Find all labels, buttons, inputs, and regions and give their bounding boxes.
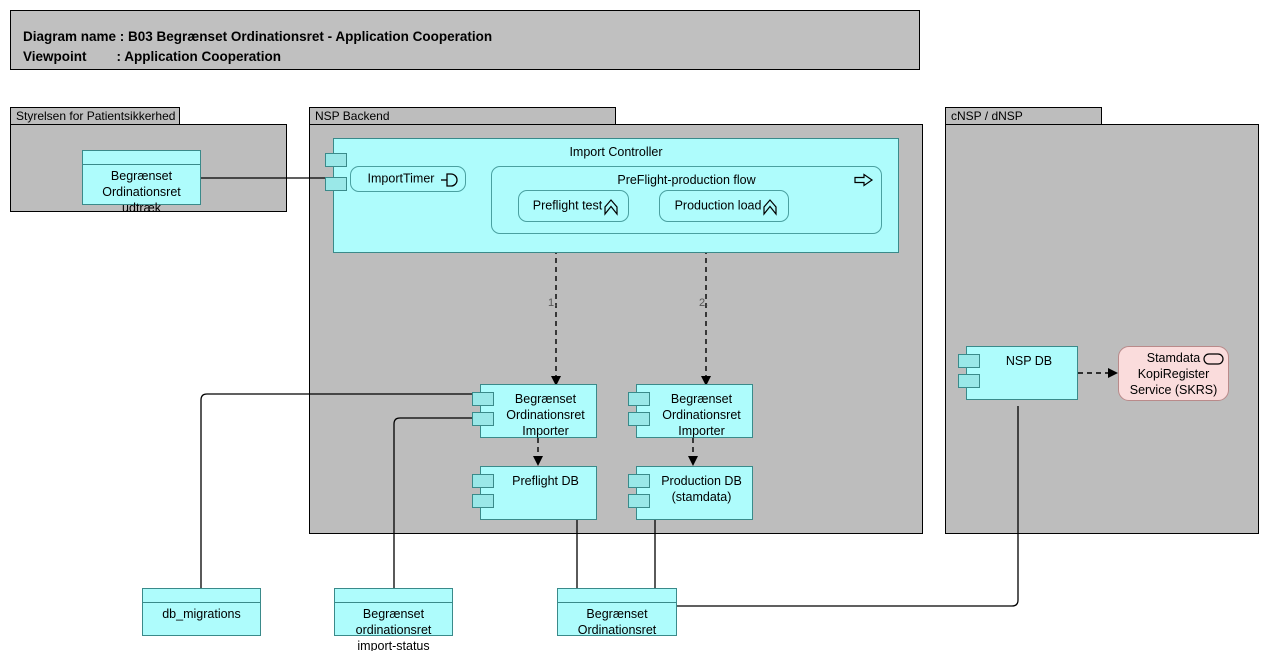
component-lug-bottom	[628, 494, 650, 508]
arrowhead	[551, 376, 561, 386]
group-body	[945, 124, 1259, 534]
flow-label-1: 1.	[548, 297, 558, 309]
element-label: db_migrations	[162, 607, 241, 621]
wire-db-migrations-to-importer-left	[200, 393, 480, 588]
component-lug-bottom	[472, 494, 494, 508]
element-label: Production load	[674, 198, 762, 213]
component-lug-top	[628, 392, 650, 406]
arrowhead	[701, 376, 711, 386]
element-label: Begrænset ordinationsret import-status	[355, 607, 432, 651]
data-object-begraenset-ordinationsret-import-status[interactable]: Begrænset ordinationsret import-status	[334, 588, 453, 651]
element-label: Production DB (stamdata)	[661, 474, 742, 504]
element-label: Preflight DB	[512, 474, 579, 488]
component-preflight-db[interactable]: Preflight DB	[472, 466, 597, 520]
arrowhead	[1108, 368, 1118, 378]
data-object-divider	[335, 602, 452, 603]
interface-import-timer[interactable]: ImportTimer	[350, 166, 466, 192]
component-lug-top	[325, 153, 347, 167]
component-lug-top	[958, 354, 980, 368]
arrowhead	[533, 456, 543, 466]
diagram-title-box: Diagram name : B03 Begrænset Ordinations…	[10, 10, 920, 70]
element-label: Begrænset Ordinationsret Importer	[662, 392, 741, 438]
group-tab: cNSP / dNSP	[945, 107, 1102, 125]
diagram-name-line: Diagram name : B03 Begrænset Ordinations…	[23, 29, 493, 44]
component-begraenset-ordinationsret-importer-preflight[interactable]: Begrænset Ordinationsret Importer	[472, 384, 597, 438]
function-preflight-test[interactable]: Preflight test	[518, 190, 629, 222]
element-label: Preflight test	[532, 198, 603, 213]
service-stamdata-kopiregister-service-skrs[interactable]: Stamdata KopiRegister Service (SKRS)	[1118, 346, 1229, 401]
component-lug-top	[472, 474, 494, 488]
element-label: Stamdata KopiRegister Service (SKRS)	[1129, 350, 1218, 397]
data-object-begraenset-ordinationsret-udtraek[interactable]: Begrænset Ordinationsret udtræk	[82, 150, 201, 215]
function-production-load[interactable]: Production load	[659, 190, 789, 222]
component-lug-top	[628, 474, 650, 488]
data-object-divider	[143, 602, 260, 603]
element-label: ImportTimer	[367, 171, 435, 186]
data-object-divider	[83, 164, 200, 165]
data-object-db-migrations[interactable]: db_migrations	[142, 588, 261, 636]
element-label: Begrænset Ordinationsret udtræk	[102, 169, 181, 215]
component-lug-top	[472, 392, 494, 406]
wire-import-status-to-importer-left	[393, 417, 480, 588]
element-label: Import Controller	[569, 145, 663, 159]
data-object-begraenset-ordinationsret[interactable]: Begrænset Ordinationsret	[557, 588, 677, 637]
component-production-db-stamdata[interactable]: Production DB (stamdata)	[628, 466, 753, 520]
group-label: NSP Backend	[315, 109, 390, 123]
component-lug-bottom	[628, 412, 650, 426]
element-label: Begrænset Ordinationsret	[577, 607, 657, 637]
data-object-divider	[558, 602, 676, 603]
element-label: PreFlight-production flow	[617, 173, 756, 187]
group-label: Styrelsen for Patientsikkerhed	[16, 109, 176, 123]
group-label: cNSP / dNSP	[951, 109, 1023, 123]
arrowhead	[688, 456, 698, 466]
component-lug-bottom	[958, 374, 980, 388]
component-begraenset-ordinationsret-importer-production[interactable]: Begrænset Ordinationsret Importer	[628, 384, 753, 438]
flow-label-2: 2.	[699, 297, 709, 309]
element-label: NSP DB	[1005, 354, 1053, 368]
group-cnsp-dnsp: cNSP / dNSP	[945, 107, 1259, 534]
element-label: Begrænset Ordinationsret Importer	[506, 392, 585, 438]
wire-begr-ord-to-nsp-db	[677, 406, 1019, 607]
viewpoint-line: Viewpoint : Application Cooperation	[23, 49, 282, 64]
component-nsp-db[interactable]: NSP DB	[958, 346, 1078, 400]
component-lug-bottom	[325, 177, 347, 191]
component-lug-bottom	[472, 412, 494, 426]
